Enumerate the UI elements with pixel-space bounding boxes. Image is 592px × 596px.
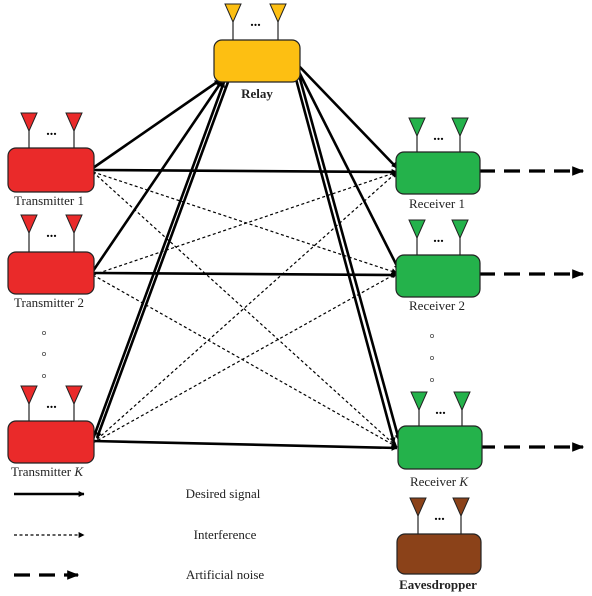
- transmitter-2-label: Transmitter 2: [14, 295, 84, 310]
- relay-node: ...: [213, 3, 301, 83]
- receiver-2-box: [395, 254, 481, 298]
- receiver-k-node: ...: [397, 391, 483, 470]
- link-relay-r1: [296, 63, 398, 169]
- receiver-k-box: [397, 425, 483, 470]
- eavesdropper-antenna-icon: [409, 497, 427, 518]
- interference-t2-rk: [92, 274, 398, 448]
- relay-antenna-ellipsis: ...: [250, 15, 261, 30]
- transmitter-k-label: Transmitter K: [11, 464, 84, 479]
- interference-tk-r2: [92, 272, 398, 444]
- transmitter-2-antenna-icon: [20, 214, 38, 235]
- transmitter-1-antenna-icon: [20, 112, 38, 133]
- transmitter-k-box: [7, 420, 95, 464]
- transmitter-vertical-ellipsis: [42, 330, 47, 378]
- interference-links: [92, 170, 398, 448]
- direct-link-t2-r2: [92, 271, 398, 278]
- link-tk-relay: [91, 81, 226, 440]
- transmitter-1-node: ...: [7, 112, 95, 193]
- direct-link-tk-rk: [92, 439, 398, 451]
- interference-t2-r1: [92, 170, 398, 276]
- receiver-1-box: [395, 151, 481, 195]
- transmitter-k-node: ...: [7, 385, 95, 464]
- link-relay-r2: [296, 69, 401, 271]
- receiver-2-label: Receiver 2: [409, 298, 465, 313]
- relay-label: Relay: [241, 86, 273, 101]
- legend-desired-signal-label: Desired signal: [186, 486, 261, 501]
- relay-antenna-icon: [224, 3, 242, 24]
- transmitter-k-antenna-ellipsis: ...: [46, 397, 57, 412]
- transmitter-2-box: [7, 251, 95, 295]
- link-relay-tk: [95, 81, 230, 439]
- link-relay-rk-2: [294, 78, 396, 444]
- transmitter-1-box: [7, 147, 95, 193]
- transmitter-2-antenna-icon: [65, 214, 83, 235]
- transmitter-k-antenna-icon: [20, 385, 38, 406]
- eavesdropper-label: Eavesdropper: [399, 577, 477, 592]
- receiver-k-antenna-ellipsis: ...: [435, 403, 446, 418]
- receiver-2-antenna-icon: [451, 219, 469, 240]
- legend: Desired signal Interference Artificial n…: [14, 486, 264, 582]
- receiver-vertical-ellipsis: [429, 333, 434, 382]
- receiver-1-label: Receiver 1: [409, 196, 465, 211]
- relay-antenna-icon: [269, 3, 287, 24]
- legend-artificial-noise-label: Artificial noise: [186, 567, 265, 582]
- transmitter-1-label: Transmitter 1: [14, 193, 84, 208]
- receiver-2-antenna-ellipsis: ...: [433, 231, 444, 246]
- transmitter-1-antenna-ellipsis: ...: [46, 124, 57, 139]
- receiver-1-antenna-ellipsis: ...: [433, 129, 444, 144]
- relay-box: [213, 39, 301, 83]
- transmitter-k-antenna-icon: [65, 385, 83, 406]
- receiver-2-node: ...: [395, 219, 481, 298]
- receiver-1-antenna-icon: [451, 117, 469, 138]
- eavesdropper-antenna-ellipsis: ...: [434, 509, 445, 524]
- interference-t1-rk: [92, 171, 398, 448]
- receiver-2-antenna-icon: [408, 219, 426, 240]
- artificial-noise-links: [479, 166, 585, 452]
- receiver-k-antenna-icon: [453, 391, 471, 412]
- eavesdropper-antenna-icon: [452, 497, 470, 518]
- receiver-1-antenna-icon: [408, 117, 426, 138]
- link-t2-relay: [91, 80, 224, 272]
- transmitter-1-antenna-icon: [65, 112, 83, 133]
- receiver-1-node: ...: [395, 117, 481, 195]
- interference-tk-r1: [92, 171, 398, 444]
- transmitter-2-antenna-ellipsis: ...: [46, 226, 57, 241]
- link-t1-relay: [92, 78, 221, 170]
- receiver-k-antenna-icon: [410, 391, 428, 412]
- receiver-k-label: Receiver K: [410, 474, 469, 489]
- link-relay-rk-1: [297, 74, 401, 441]
- desired-signal-links: [91, 63, 401, 451]
- legend-interference-label: Interference: [194, 527, 257, 542]
- eavesdropper-node: ...: [396, 497, 482, 575]
- transmitter-2-node: ...: [7, 214, 95, 295]
- direct-link-t1-r1: [92, 168, 398, 175]
- eavesdropper-box: [396, 533, 482, 575]
- interference-t1-r2: [92, 171, 398, 275]
